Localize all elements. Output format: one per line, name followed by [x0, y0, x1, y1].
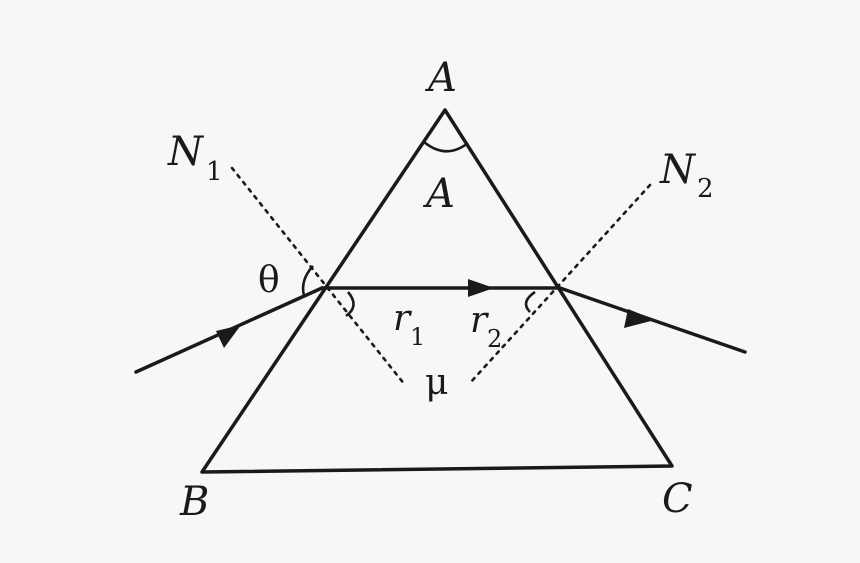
r2-subscript: 2: [487, 325, 502, 353]
normal-line-2: [468, 183, 652, 385]
r1-label: r: [393, 298, 412, 339]
apex-label: A: [424, 55, 457, 101]
incidence-angle-arc: [301, 265, 314, 297]
r1-angle-arc: [345, 291, 355, 318]
vertex-c-label: C: [662, 476, 693, 522]
mu-label: μ: [425, 362, 448, 403]
apex-angle-label: A: [422, 171, 455, 217]
refracted-ray-arrow: [468, 279, 494, 297]
incident-ray-arrow: [216, 325, 241, 348]
apex-angle-arc: [423, 140, 469, 153]
normal-line-1: [230, 166, 407, 387]
vertex-b-label: B: [179, 479, 209, 525]
normal-1-subscript: 1: [206, 157, 223, 187]
r1-subscript: 1: [410, 323, 425, 351]
theta-label: θ: [258, 260, 280, 301]
emergent-ray-arrow: [624, 309, 655, 328]
normal-2-subscript: 2: [697, 174, 714, 204]
r2-label: r: [470, 300, 489, 341]
r2-angle-arc: [524, 290, 536, 313]
normal-1-label: N: [167, 129, 205, 175]
normal-2-label: N: [659, 147, 697, 193]
